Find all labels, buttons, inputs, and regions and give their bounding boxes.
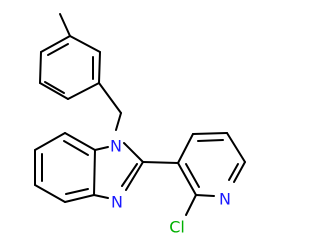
molecule-structure: N N N Cl bbox=[34, 13, 246, 237]
bond bbox=[67, 82, 100, 100]
bond bbox=[233, 161, 246, 183]
bond bbox=[40, 35, 71, 53]
bond bbox=[64, 132, 96, 151]
double-bond-inner bbox=[228, 163, 239, 181]
bond-ch2-n bbox=[115, 112, 122, 131]
bond bbox=[177, 133, 194, 164]
bond bbox=[98, 51, 101, 84]
atom-label-n3: N bbox=[111, 193, 123, 212]
double-bond-inner bbox=[65, 188, 89, 195]
bond bbox=[226, 132, 246, 163]
bond-methyl bbox=[59, 13, 71, 37]
tolyl-ring bbox=[39, 35, 101, 100]
benzo-ring bbox=[34, 132, 96, 203]
bond bbox=[123, 142, 144, 163]
double-bond-inner bbox=[44, 81, 65, 94]
imidazole-ring bbox=[93, 142, 144, 199]
double-bond-inner bbox=[63, 140, 89, 156]
double-bond-inner bbox=[197, 139, 224, 142]
atom-label-pyridine-n: N bbox=[219, 190, 231, 209]
atom-label-chlorine: Cl bbox=[169, 218, 185, 237]
bond bbox=[125, 161, 144, 191]
bond bbox=[195, 194, 215, 197]
double-bond-inner bbox=[121, 163, 138, 187]
atom-label-n1: N bbox=[110, 137, 122, 156]
bond bbox=[192, 132, 228, 135]
bond bbox=[64, 194, 95, 203]
double-bond-inner bbox=[47, 43, 69, 56]
bond bbox=[69, 35, 101, 53]
bond bbox=[34, 184, 66, 203]
structure-canvas: N N N Cl bbox=[34, 13, 246, 237]
bond bbox=[34, 132, 66, 151]
bond bbox=[39, 82, 69, 100]
double-bond-inner bbox=[185, 163, 200, 188]
bond-ch2 bbox=[98, 82, 122, 114]
bond bbox=[93, 149, 96, 196]
bond bbox=[94, 146, 109, 151]
bond bbox=[39, 51, 42, 84]
bond-c2-pyridine bbox=[142, 161, 179, 164]
bond bbox=[93, 194, 109, 199]
pyridine-ring bbox=[177, 132, 246, 197]
bond bbox=[177, 162, 197, 196]
bond-c-cl bbox=[185, 194, 197, 216]
